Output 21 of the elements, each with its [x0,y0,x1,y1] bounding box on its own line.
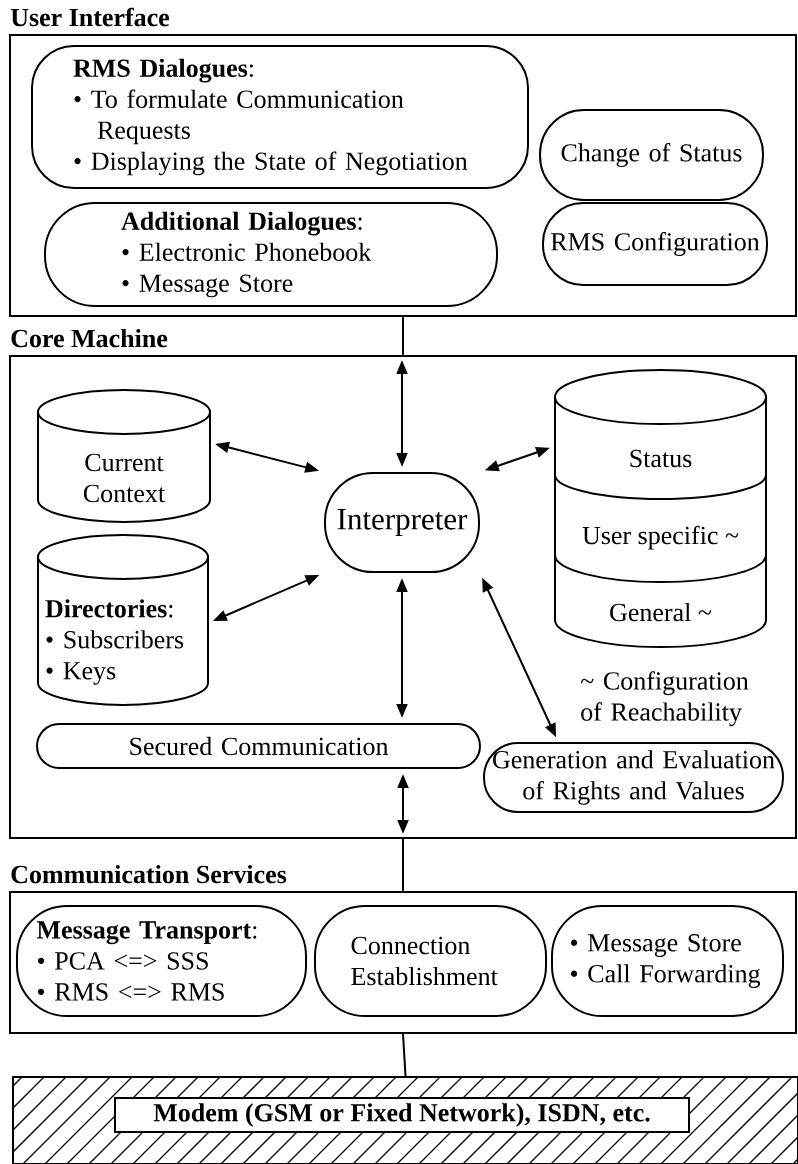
note-text: ~ Configuration of Reachability [580,671,749,727]
service-box: Connection Establishment [314,905,547,1017]
connector-line [402,1033,407,1077]
dialogue-box: Additional Dialogues: • Electronic Phonebook • Message Store [44,202,498,307]
service-box: Message Transport: • PCA <=> SSS • RMS <=> RMS [16,905,307,1017]
rounded-box: RMS Configuration [542,202,768,286]
node-label: Communication Services [11,864,287,884]
rounded-box: Secured Communication [36,723,481,769]
rounded-box: Change of Status [539,109,764,201]
process-box: Interpreter [324,472,480,573]
database-cylinder: Directories: • Subscribers • Keys [37,534,209,706]
dialogue-box: RMS Dialogues: • To formulate Communication Requests • Displaying the State of Negotiation [31,45,529,189]
rounded-box: Generation and Evaluation of Rights and Values [483,742,784,813]
node-label: User Interface [10,7,170,27]
database-cylinder: Status User specific ~ General ~ [554,369,767,648]
service-box: • Message Store • Call Forwarding [551,905,784,1017]
connector-line [402,838,404,892]
label-box: Modem (GSM or Fixed Network), ISDN, etc. [114,1097,690,1133]
database-cylinder: Current Context [37,389,211,523]
connector-line [402,316,404,356]
node-label: Core Machine [11,328,168,348]
